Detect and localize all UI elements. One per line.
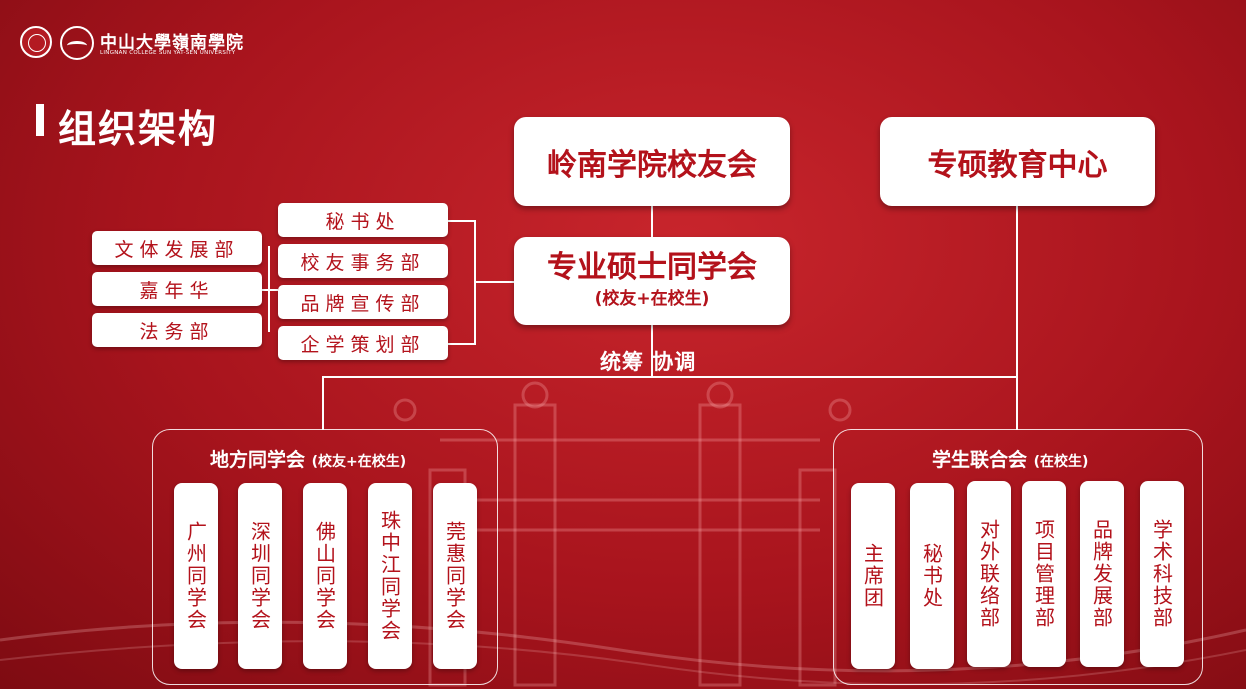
connector-dept-bottom: [448, 343, 476, 345]
department-item: 品牌宣传部: [278, 285, 448, 319]
student-union-item: 项目管理部: [1022, 481, 1066, 667]
department-item: 秘书处: [278, 203, 448, 237]
local-association-item: 佛山同学会: [303, 483, 347, 669]
logo-subtitle: LINGNAN COLLEGE SUN YAT-SEN UNIVERSITY: [100, 50, 236, 56]
master-association-note: (校友+在校生): [594, 289, 710, 309]
student-title-note: (在校生): [1033, 454, 1089, 470]
local-associations-title: 地方同学会 (校友+在校生): [210, 445, 406, 472]
local-associations-frame: [152, 429, 498, 685]
connector-center-down: [1016, 206, 1018, 430]
sub-department-item: 嘉年华: [92, 272, 262, 306]
student-union-item: 主席团: [851, 483, 895, 669]
connector-alumni-master: [651, 206, 653, 238]
coordinate-label: 统筹 协调: [600, 350, 697, 374]
sub-department-item: 文体发展部: [92, 231, 262, 265]
student-union-item: 对外联络部: [967, 481, 1011, 667]
student-title-text: 学生联合会: [932, 449, 1028, 471]
connector-master-down: [651, 324, 653, 378]
connector-horizontal: [322, 376, 1018, 378]
connector-dept-to-master: [474, 281, 516, 283]
local-association-item: 莞惠同学会: [433, 483, 477, 669]
local-title-text: 地方同学会: [210, 449, 306, 471]
master-association-title: 专业硕士同学会: [547, 250, 757, 285]
local-association-item: 珠中江同学会: [368, 483, 412, 669]
alumni-association-box: 岭南学院校友会: [514, 117, 790, 206]
student-union-item: 学术科技部: [1140, 481, 1184, 667]
page-title: 组织架构: [58, 107, 219, 151]
local-association-item: 深圳同学会: [238, 483, 282, 669]
student-union-item: 秘书处: [910, 483, 954, 669]
department-item: 校友事务部: [278, 244, 448, 278]
college-emblem-icon: [60, 26, 94, 60]
local-title-note: (校友+在校生): [311, 454, 407, 470]
student-union-item: 品牌发展部: [1080, 481, 1124, 667]
student-union-title: 学生联合会 (在校生): [932, 445, 1088, 472]
education-center-box: 专硕教育中心: [880, 117, 1155, 206]
local-association-item: 广州同学会: [174, 483, 218, 669]
connector-sub-to-dept: [262, 289, 278, 291]
connector-dept-top: [448, 220, 476, 222]
title-accent-bar: [36, 104, 44, 136]
logo-name: 中山大學嶺南學院: [100, 33, 244, 53]
university-seal-icon: [20, 26, 52, 58]
student-union-frame: [833, 429, 1203, 685]
department-item: 企学策划部: [278, 326, 448, 360]
master-association-box: 专业硕士同学会 (校友+在校生): [514, 237, 790, 325]
connector-local-down: [322, 376, 324, 430]
sub-department-item: 法务部: [92, 313, 262, 347]
